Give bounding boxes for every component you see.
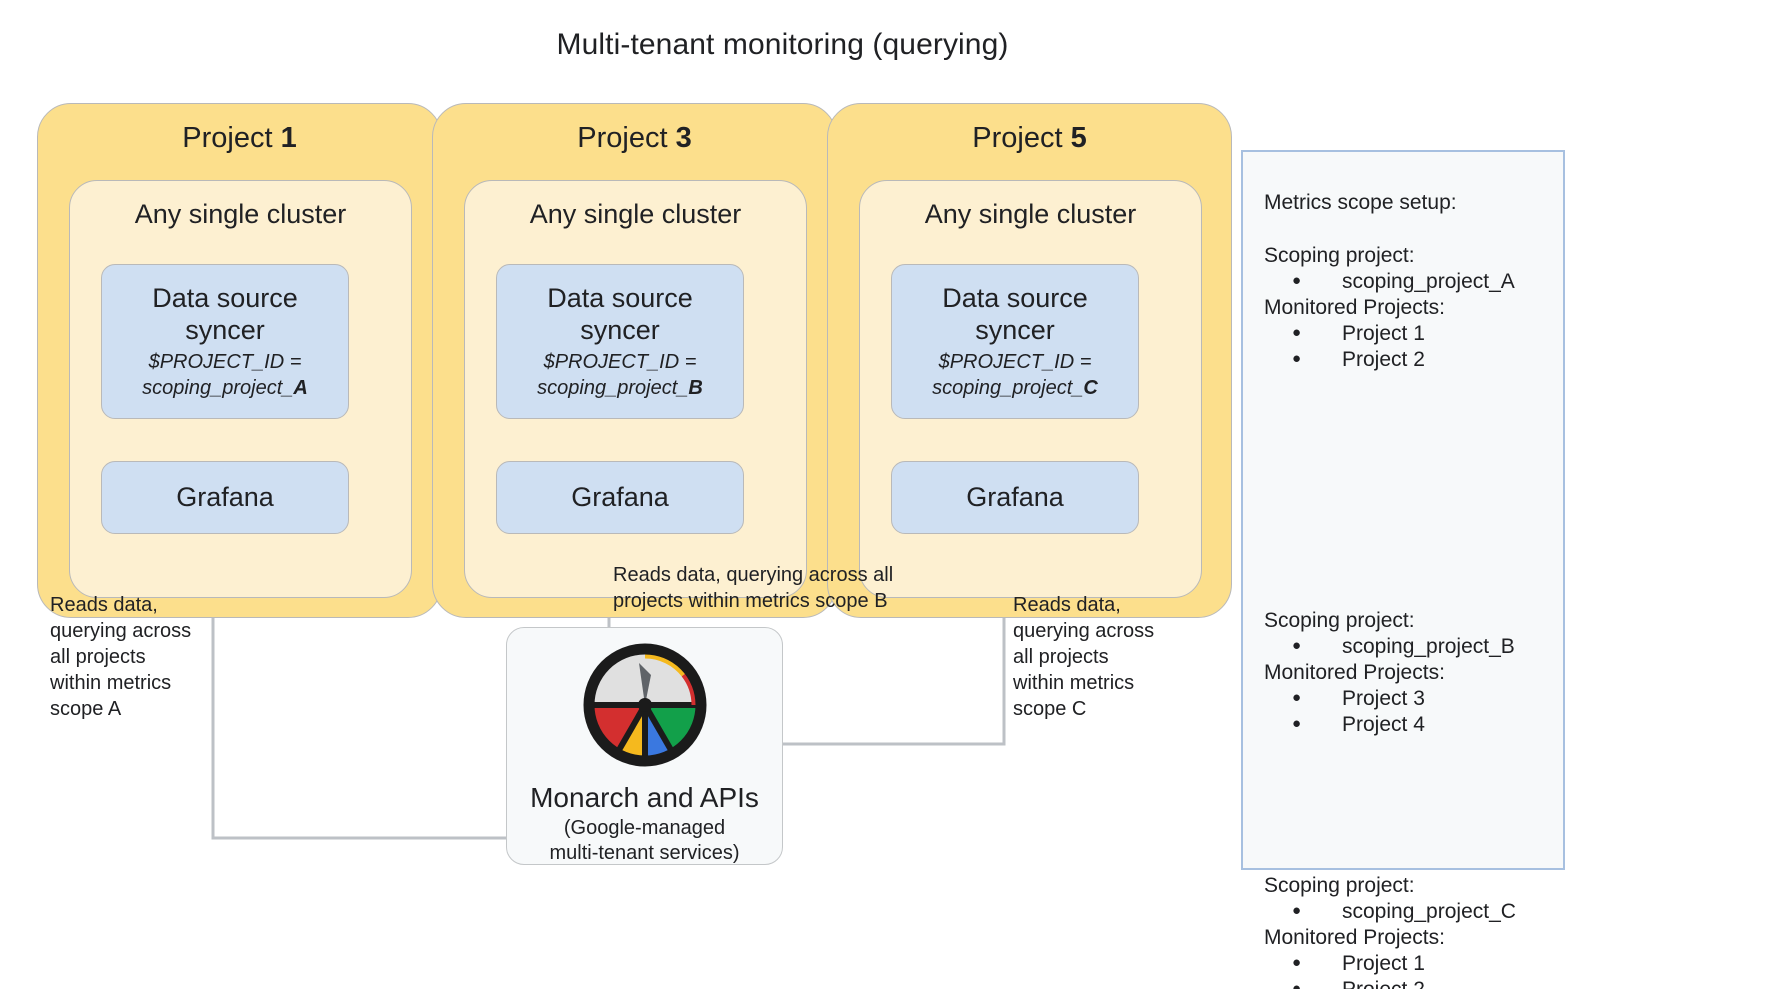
syncer-var-prefix: scoping_project_ — [537, 377, 689, 399]
scoping-project-list: scoping_project_C — [1264, 898, 1554, 925]
project-card-2: Project 3 Any single cluster Data source… — [432, 103, 837, 618]
grafana-box-3: Grafana — [891, 461, 1139, 534]
grafana-label-2: Grafana — [571, 482, 669, 512]
monarch-and-apis-box: Monarch and APIs (Google-managed multi-t… — [506, 627, 783, 865]
scope-block-a: Scoping project: scoping_project_A Monit… — [1264, 243, 1554, 373]
cluster-label-1: Any single cluster — [134, 199, 347, 229]
syncer-var-line1: $PROJECT_ID = — [938, 351, 1092, 373]
project-title-2: Project 3 — [433, 122, 836, 155]
monarch-subtitle: (Google-managed multi-tenant services) — [549, 817, 740, 864]
monarch-title: Monarch and APIs — [530, 782, 759, 813]
metrics-scope-heading: Metrics scope setup: — [1264, 191, 1457, 214]
grafana-box-2: Grafana — [496, 461, 744, 534]
list-item: Project 3 — [1264, 685, 1554, 712]
project-title-prefix: Project — [577, 122, 676, 154]
cluster-label-3: Any single cluster — [924, 199, 1137, 229]
syncer-var-prefix: scoping_project_ — [142, 377, 294, 399]
scoping-project-label: Scoping project: — [1264, 874, 1415, 897]
syncer-variable-2: $PROJECT_ID = scoping_project_B — [537, 349, 703, 401]
project-title-prefix: Project — [182, 122, 281, 154]
syncer-var-suffix: B — [688, 377, 703, 399]
syncer-var-suffix: C — [1083, 377, 1098, 399]
project-card-1: Project 1 Any single cluster Data source… — [37, 103, 442, 618]
list-item: Project 2 — [1264, 976, 1554, 989]
monitored-projects-list: Project 1 Project 2 — [1264, 320, 1554, 373]
syncer-var-prefix: scoping_project_ — [932, 377, 1084, 399]
monitored-projects-list: Project 3 Project 4 — [1264, 685, 1554, 738]
scope-block-b: Scoping project: scoping_project_B Monit… — [1264, 608, 1554, 738]
metrics-scope-panel: Metrics scope setup: Scoping project: sc… — [1241, 150, 1565, 989]
monitored-projects-label: Monitored Projects: — [1264, 661, 1445, 684]
page-title: Multi-tenant monitoring (querying) — [556, 28, 1009, 61]
project-card-3: Project 5 Any single cluster Data source… — [827, 103, 1232, 618]
gauge-icon — [581, 641, 709, 774]
project-title-1: Project 1 — [38, 122, 441, 155]
monitored-projects-list: Project 1 Project 2 Project 3 Project 4 … — [1264, 950, 1554, 989]
project-title-number: 1 — [280, 122, 297, 154]
list-item: Project 1 — [1264, 320, 1554, 347]
connector-caption-a: Reads data, querying across all projects… — [50, 594, 192, 720]
grafana-label-3: Grafana — [966, 482, 1064, 512]
list-item: scoping_project_C — [1264, 898, 1554, 925]
syncer-variable-1: $PROJECT_ID = scoping_project_A — [142, 349, 308, 401]
list-item: Project 4 — [1264, 711, 1554, 738]
connector-caption-b: Reads data, querying across all projects… — [613, 564, 894, 612]
monitored-projects-label: Monitored Projects: — [1264, 926, 1445, 949]
syncer-var-line1: $PROJECT_ID = — [148, 351, 302, 373]
project-title-prefix: Project — [972, 122, 1071, 154]
syncer-variable-3: $PROJECT_ID = scoping_project_C — [932, 349, 1098, 401]
syncer-var-line1: $PROJECT_ID = — [543, 351, 697, 373]
project-title-number: 3 — [675, 122, 692, 154]
grafana-box-1: Grafana — [101, 461, 349, 534]
project-title-3: Project 5 — [828, 122, 1231, 155]
scoping-project-list: scoping_project_B — [1264, 633, 1554, 660]
list-item: Project 1 — [1264, 950, 1554, 977]
cluster-label-2: Any single cluster — [529, 199, 742, 229]
connector-caption-c: Reads data, querying across all projects… — [1013, 594, 1155, 720]
syncer-var-suffix: A — [293, 377, 308, 399]
grafana-label-1: Grafana — [176, 482, 274, 512]
list-item: scoping_project_B — [1264, 633, 1554, 660]
project-title-number: 5 — [1070, 122, 1087, 154]
scope-block-c: Scoping project: scoping_project_C Monit… — [1264, 873, 1554, 989]
monitored-projects-label: Monitored Projects: — [1264, 296, 1445, 319]
scoping-project-label: Scoping project: — [1264, 609, 1415, 632]
list-item: Project 2 — [1264, 346, 1554, 373]
scoping-project-list: scoping_project_A — [1264, 268, 1554, 295]
scoping-project-label: Scoping project: — [1264, 244, 1415, 267]
list-item: scoping_project_A — [1264, 268, 1554, 295]
